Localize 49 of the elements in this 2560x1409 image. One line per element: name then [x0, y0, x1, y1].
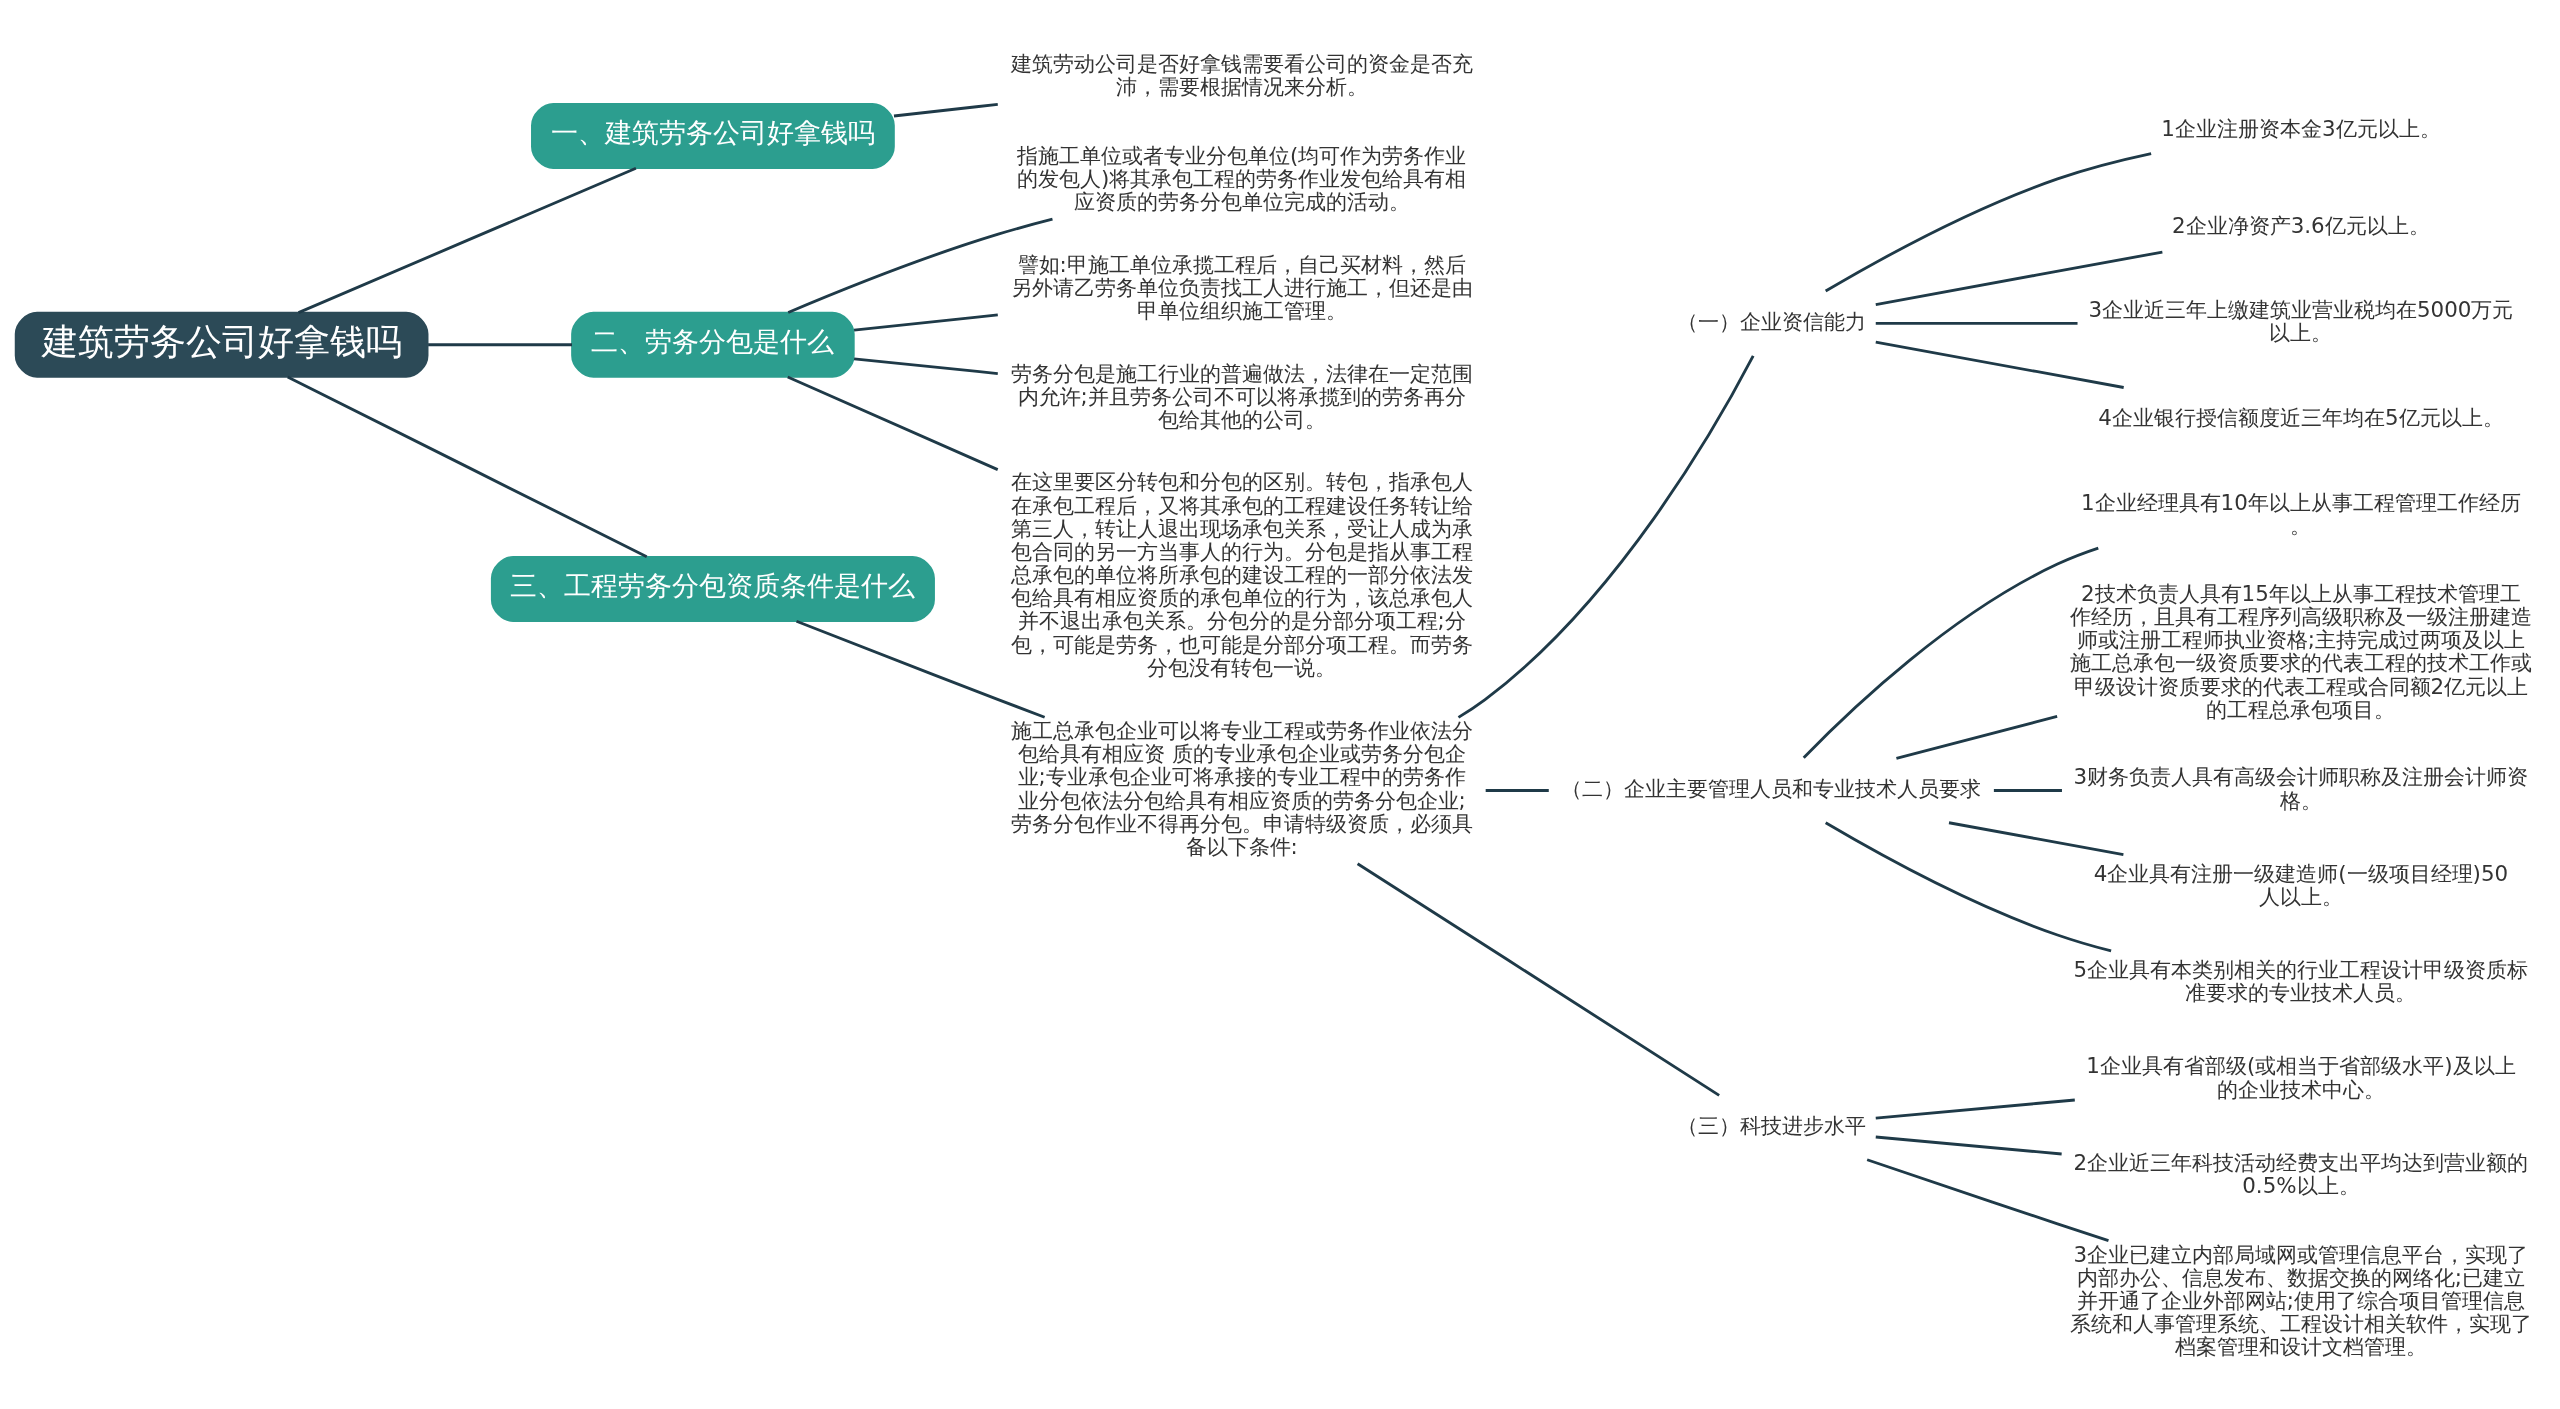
node-text: （三）科技进步水平 — [1676, 1113, 1866, 1139]
node-text: 譬如:甲施工单位承揽工程后，自己买材料，然后另外请乙劳务单位负责找工人进行施工，但还是由甲单位组织施工管理。 — [1010, 251, 1473, 324]
connector — [1875, 340, 2124, 389]
node-text: 1企业具有省部级(或相当于省部级水平)及以上的企业技术中心。 — [2086, 1053, 2516, 1102]
connector — [1356, 862, 1720, 1097]
connector — [297, 166, 637, 314]
connector — [1875, 250, 2163, 306]
connector — [1824, 821, 2112, 953]
connector — [1457, 355, 1755, 719]
connector — [787, 217, 1053, 314]
connector — [1485, 789, 1549, 792]
node-text: 2企业近三年科技活动经费支出平均达到营业额的0.5%以上。 — [2073, 1149, 2529, 1198]
connector — [1948, 821, 2124, 857]
node-text: 劳务分包是施工行业的普遍做法，法律在一定范围内允许;并且劳务公司不可以将承揽到的劳务再分包给其他的公司。 — [1010, 360, 1473, 432]
node-text: 1企业经理具有10年以上从事工程管理工作经历。 — [2081, 489, 2521, 539]
node-box: 建筑劳务公司好拿钱吗 — [14, 311, 429, 378]
node-box: 二、劳务分包是什么 — [571, 311, 855, 378]
connector — [787, 375, 999, 471]
node-text: 施工总承包企业可以将专业工程或劳务作业依法分包给具有相应资 质的专业承包企业或劳务分包企业;专业承包企业可将承接的专业工程中的劳务作业分包依法分包给具有相应资质的劳务分包企业;劳务分包作业不得再分包。申请特级资质，必须具备以下条件: — [1010, 718, 1473, 860]
node-box: 一、建筑劳务公司好拿钱吗 — [531, 103, 895, 170]
connector — [428, 343, 572, 347]
node-text: 3企业已建立内部局域网或管理信息平台，实现了内部办公、信息发布、数据交换的网络化;已建立并开通了企业外部网站;使用了综合项目管理信息系统和人事管理系统、工程设计相关软件，实现了档案管理和设计文档管理。 — [2069, 1241, 2532, 1360]
connector — [893, 102, 998, 118]
node-text: 4企业具有注册一级建造师(一级项目经理)50人以上。 — [2093, 860, 2509, 909]
node-text: （二）企业主要管理人员和专业技术人员要求 — [1561, 776, 1982, 802]
connector — [1866, 1158, 2109, 1243]
node-text: 在这里要区分转包和分包的区别。转包，指承包人在承包工程后，又将其承包的工程建设任务转让给第三人，转让人退出现场承包关系，受让人成为承包合同的另一方当事人的行为。分包是指从事工程总承包的单位将所承包的建设工程的一部分依法发包给具有相应资质的承包单位的行为，该总承包人并不退出承包关系。分包分的是分部分项工程;分包，可能是劳务，也可能是分部分项工程。而劳务分包没有转包一说。 — [1010, 469, 1473, 680]
node-text: 2企业净资产3.6亿元以上。 — [2172, 212, 2430, 238]
connector — [853, 357, 998, 375]
connector — [1802, 546, 2099, 759]
connector — [1875, 321, 2078, 325]
node-text: 指施工单位或者专业分包单位(均可作为劳务作业的发包人)将其承包工程的劳务作业发包给具有相应资质的劳务分包单位完成的活动。 — [1016, 143, 1467, 215]
node-text: 3企业近三年上缴建筑业营业税均在5000万元以上。 — [2088, 297, 2514, 346]
connector — [1875, 1135, 2062, 1156]
connector — [1875, 1098, 2075, 1120]
node-text: 4企业银行授信额度近三年均在5亿元以上。 — [2098, 405, 2504, 431]
node-text: 1企业注册资本金3亿元以上。 — [2161, 116, 2441, 142]
node-text: 建筑劳动公司是否好拿钱需要看公司的资金是否充沛，需要根据情况来分析。 — [1010, 51, 1473, 100]
connector — [1896, 715, 2058, 760]
connector — [795, 619, 1046, 719]
node-text: （一）企业资信能力 — [1676, 308, 1866, 334]
connector — [1993, 789, 2062, 792]
node-box: 三、工程劳务分包资质条件是什么 — [490, 556, 935, 622]
connector — [1824, 152, 2152, 293]
node-text: 5企业具有本类别相关的行业工程设计甲级资质标准要求的专业技术人员。 — [2073, 957, 2529, 1006]
connector — [287, 375, 648, 559]
connector — [853, 313, 998, 332]
node-text: 2技术负责人具有15年以上从事工程技术管理工作经历，且具有工程序列高级职称及一级注册建造师或注册工程师执业资格;主持完成过两项及以上施工总承包一级资质要求的代表工程的技术工作或甲级设计资质要求的代表工程或合同额2亿元以上的工程总承包项目。 — [2069, 580, 2532, 722]
node-text: 3财务负责人具有高级会计师职称及注册会计师资格。 — [2073, 764, 2529, 813]
